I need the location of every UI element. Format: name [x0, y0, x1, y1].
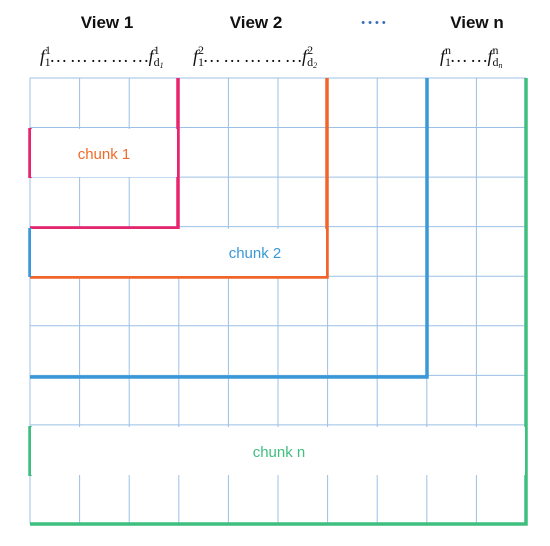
chunk-2-label: chunk 2 [229, 245, 282, 262]
chunk-n-label: chunk n [253, 444, 306, 461]
feature-first-sub: 1 [445, 55, 451, 69]
feature-first-sub: 1 [45, 55, 51, 69]
feature-last-base: f [488, 46, 496, 66]
feature-last-base: f [149, 46, 157, 66]
feature-last-subsub: n [499, 61, 503, 70]
feature-last-sup: n [493, 43, 499, 57]
feature-first-base: f [193, 46, 201, 66]
chunk-2-border [30, 78, 329, 279]
feature-last-base: f [302, 46, 310, 66]
chunk-2-label-bg [31, 229, 326, 276]
feature-first-sub: 1 [198, 55, 204, 69]
view-n-label: View n [450, 13, 504, 32]
feature-last-sub: d [307, 55, 313, 69]
feature-dots: … … [451, 46, 488, 66]
chunk-n-border [28, 78, 528, 526]
chunk-1-label: chunk 1 [78, 146, 131, 163]
feature-first-sup: n [445, 43, 451, 57]
chunk-n-label-bg [31, 427, 525, 475]
feature-last-subsub: 1 [160, 61, 164, 70]
feature-last-subsub: 2 [313, 61, 317, 70]
chunk-1-border [28, 78, 180, 230]
view-1-label: View 1 [81, 13, 134, 32]
view-2-label: View 2 [230, 13, 283, 32]
feature-last-sub: d [154, 55, 160, 69]
feature-first-base: f [40, 46, 48, 66]
feature-last-sup: 2 [307, 43, 313, 57]
chunk-1-label-bg [31, 129, 177, 177]
view-ellipsis: •••• [361, 17, 388, 29]
chunk-3-border [28, 78, 429, 379]
feature-last-sup: 1 [154, 43, 160, 57]
feature-first-sup: 2 [198, 43, 204, 57]
feature-first-base: f [440, 46, 448, 66]
feature-first-sup: 1 [45, 43, 51, 57]
feature-dots: … … … … … [51, 46, 149, 66]
feature-last-sub: d [493, 55, 499, 69]
feature-dots: … … … … … [204, 46, 302, 66]
